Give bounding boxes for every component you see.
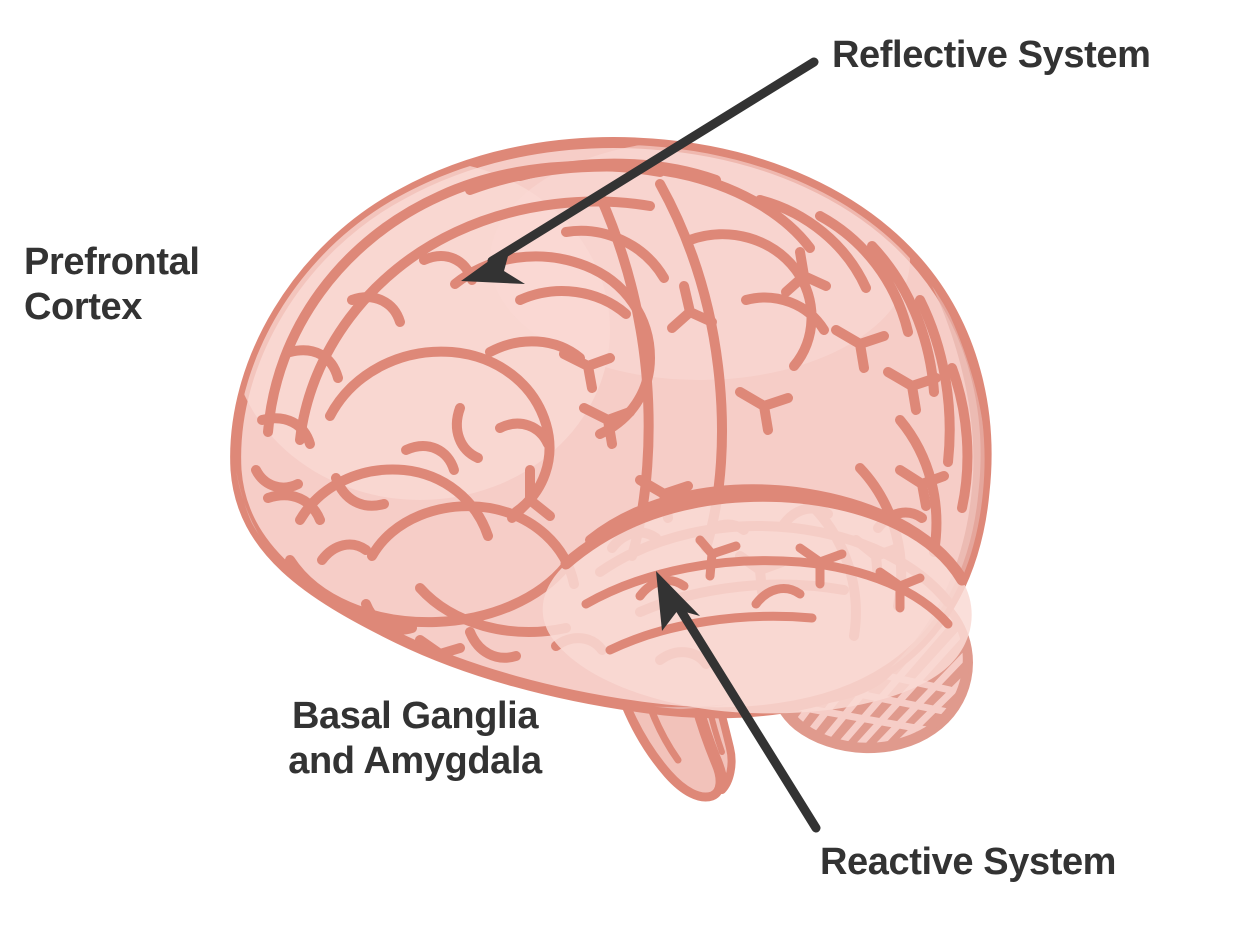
cortex-folds <box>251 158 973 679</box>
label-basal-ganglia-and-amygdala: Basal Ganglia and Amygdala <box>288 695 542 782</box>
label-reactive-system: Reactive System <box>820 841 1117 883</box>
label-reflective-system: Reflective System <box>832 34 1151 76</box>
label-prefrontal-cortex: Prefrontal Cortex <box>24 241 200 328</box>
arrow-reflective-system <box>461 57 819 284</box>
temporal-lobe <box>542 490 972 714</box>
arrow-reactive-system <box>656 571 821 833</box>
annotation-arrows <box>461 57 821 833</box>
